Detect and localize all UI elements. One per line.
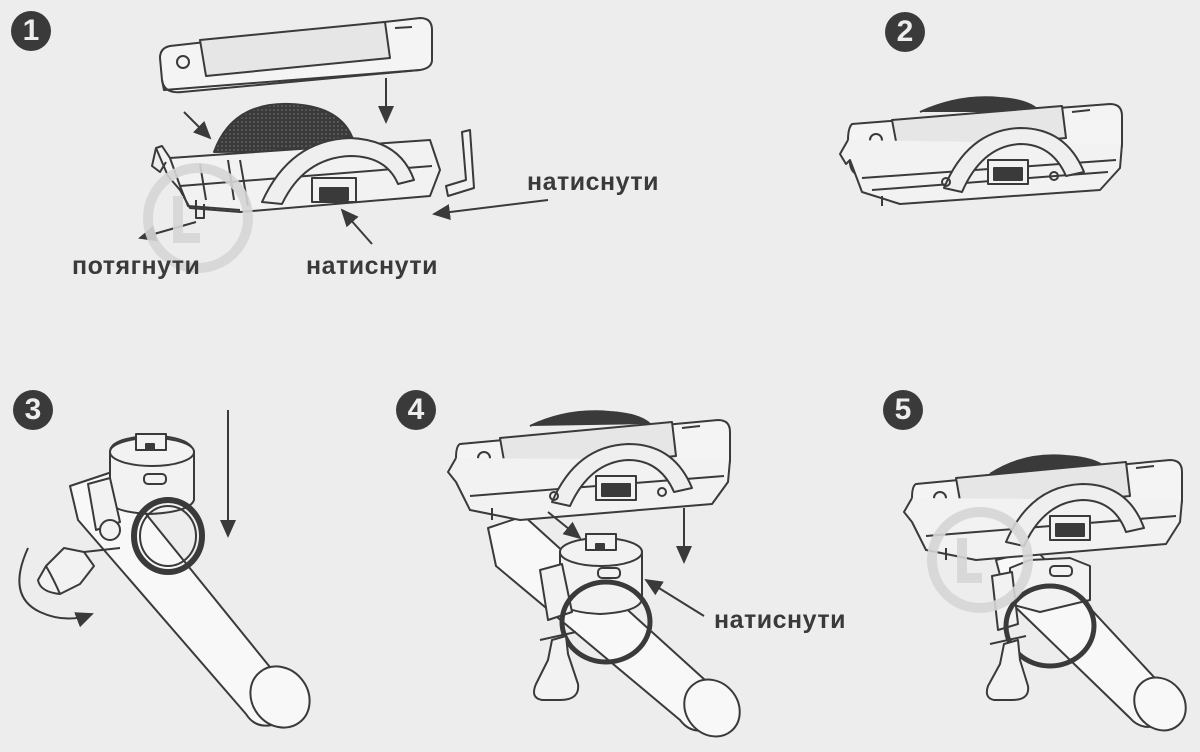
cradle-icon [151,129,475,219]
phone-icon [159,17,433,94]
pull-label: потягнути [72,252,201,280]
press-label: натиснути [527,168,659,196]
watermark-icon [143,163,253,273]
arrow-icon [547,511,582,540]
watermark-icon [927,507,1033,613]
step-1-illustration [138,17,549,245]
suction-pad-icon [213,102,357,153]
step-number-badge: 5 [883,390,923,430]
step-2-illustration [839,96,1123,206]
press-arrow-icon [340,208,373,245]
step-number-badge: 4 [396,390,436,430]
press-label: натиснути [714,606,846,634]
press-label: натиснути [306,252,438,280]
arrow-icon [183,111,212,140]
step-number-badge: 1 [11,11,51,51]
press-arrow-icon [644,578,705,617]
rotate-arrow-icon [18,547,94,628]
press-arrow-icon [432,199,549,220]
step-3-illustration [18,410,311,729]
step-number-badge: 3 [13,390,53,430]
step-4-illustration [447,410,741,738]
step-number-badge: 2 [885,12,925,52]
